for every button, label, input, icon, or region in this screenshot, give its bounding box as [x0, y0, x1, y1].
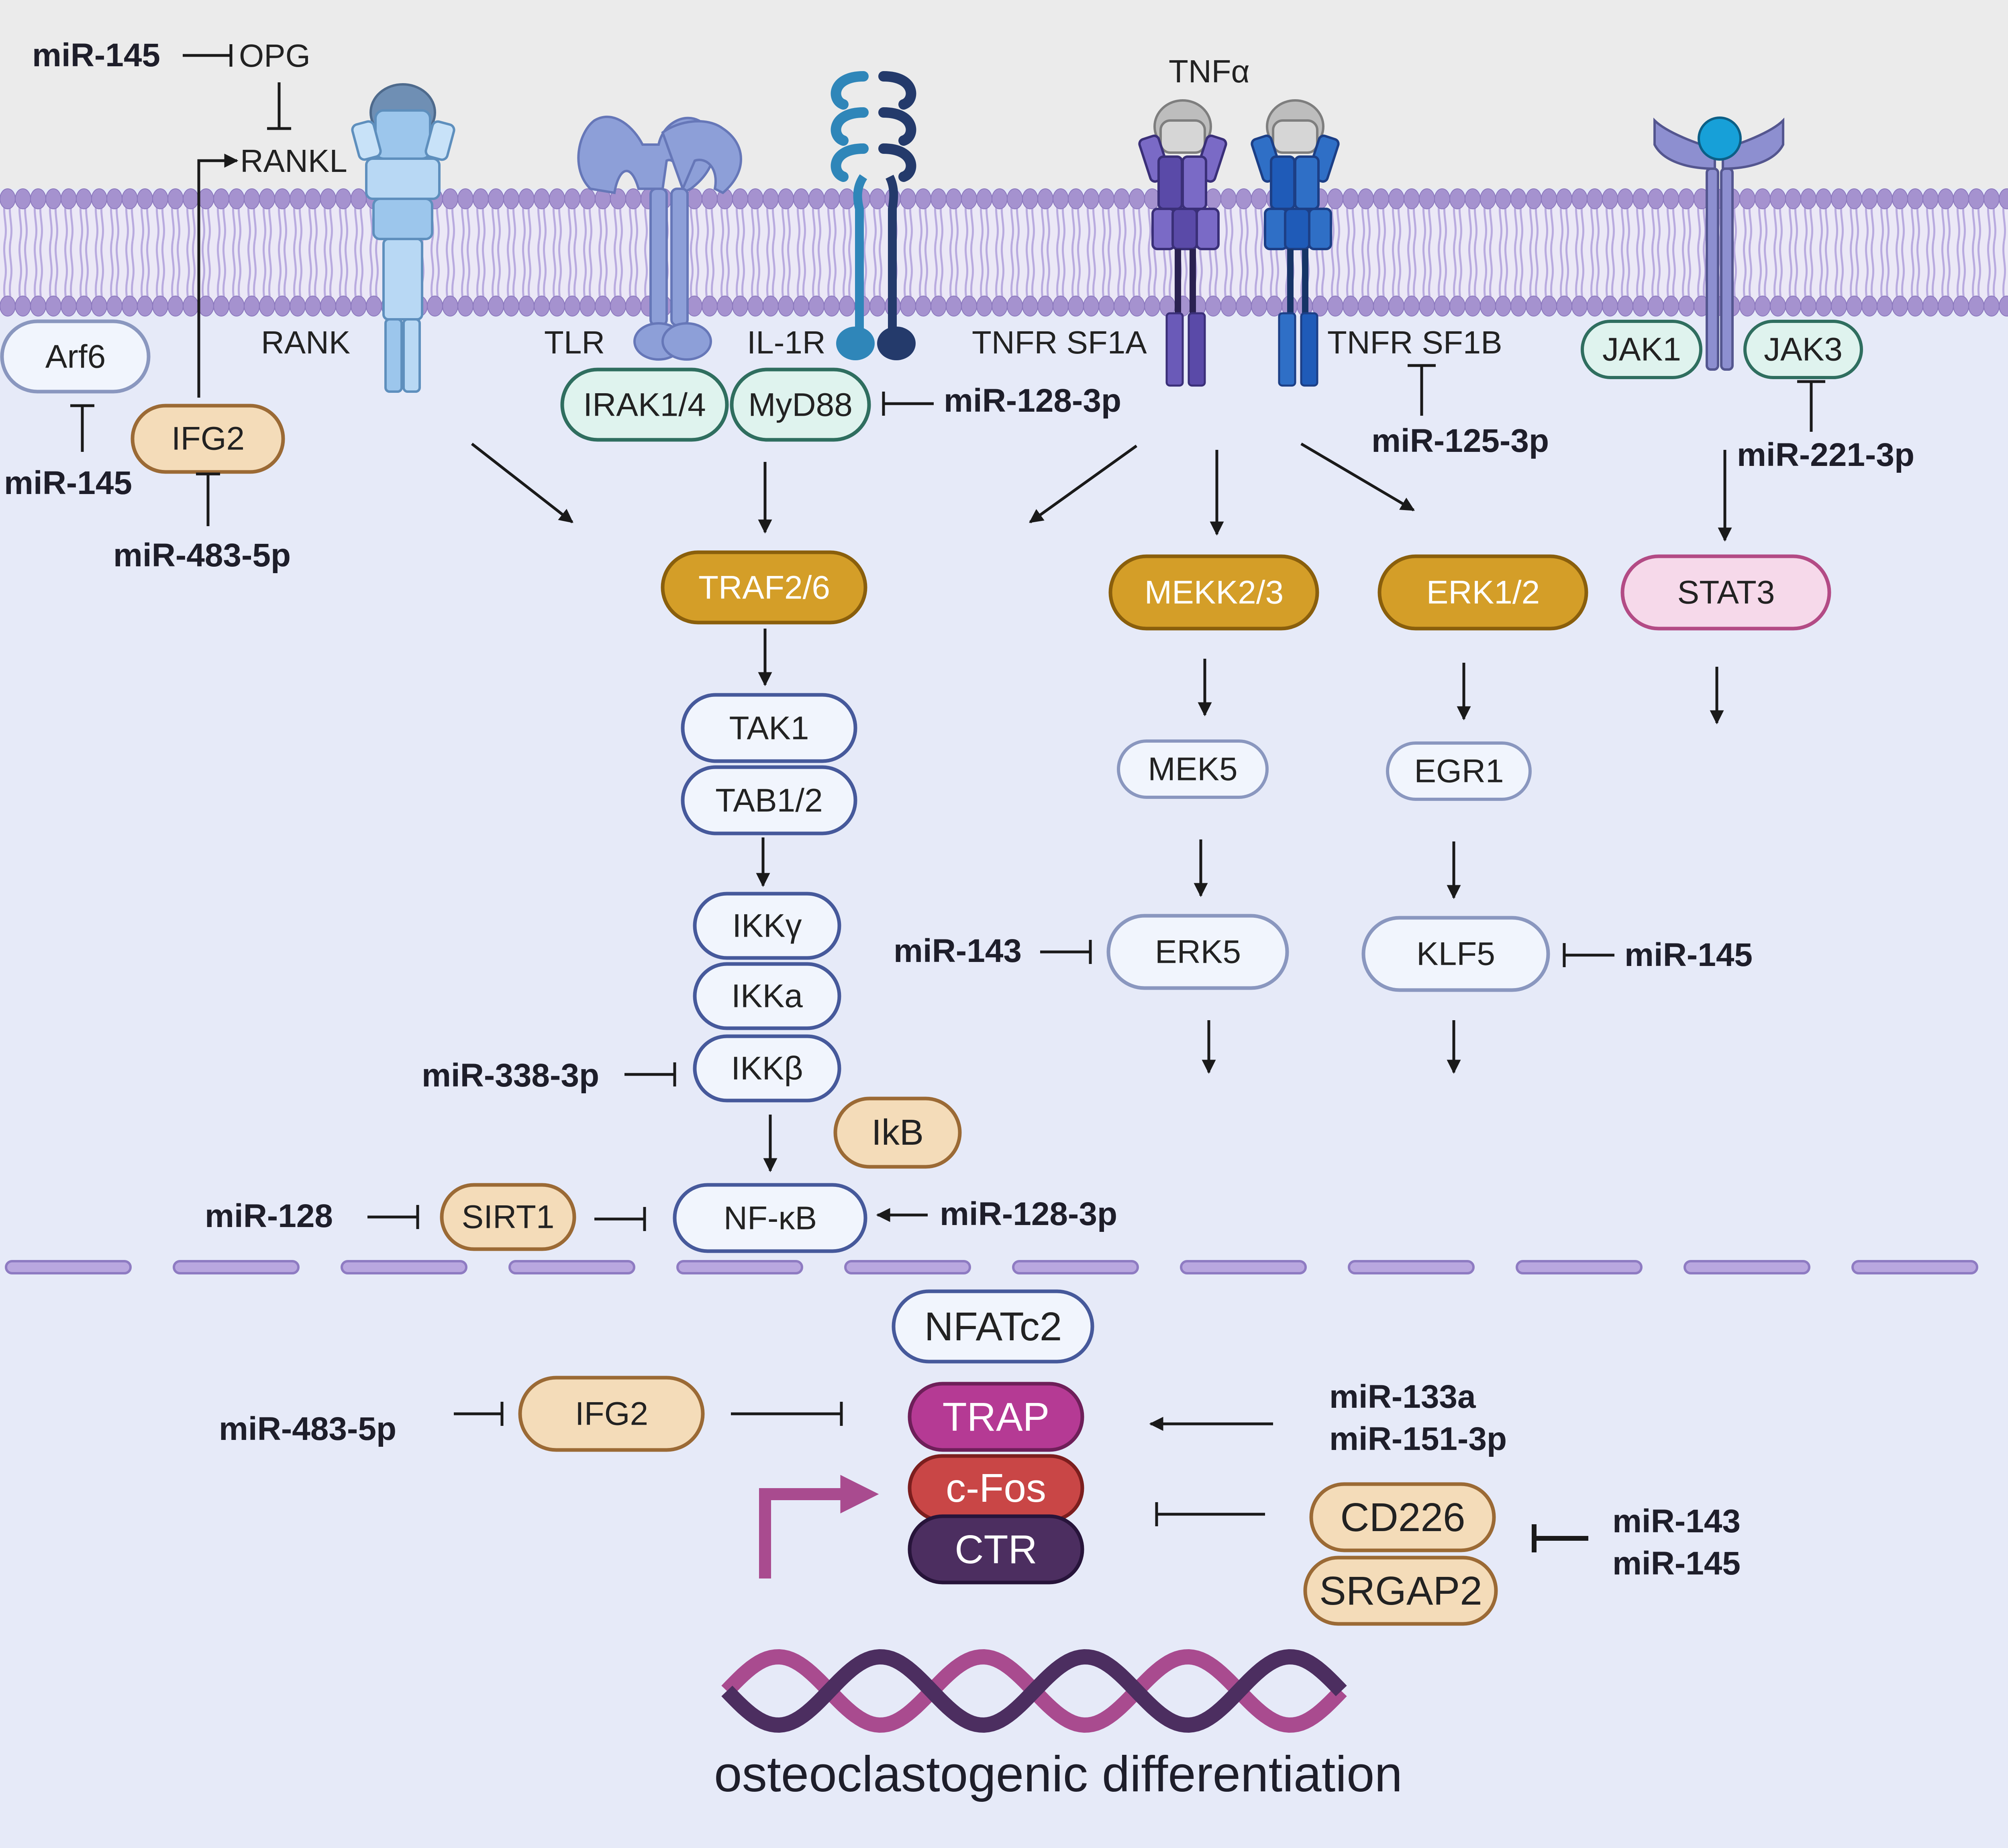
svg-text:TAB1/2: TAB1/2 — [715, 782, 822, 819]
arrow-tnfr-traf — [1029, 445, 1138, 523]
opg-label: OPG — [239, 38, 310, 74]
mir145-opg-label: miR-145 — [32, 37, 160, 74]
klf5-node: KLF5 — [1361, 916, 1550, 992]
svg-text:STAT3: STAT3 — [1677, 574, 1775, 611]
ctr-node: CTR — [908, 1514, 1084, 1585]
mekk23-node: MEKK2/3 — [1108, 554, 1319, 631]
tab12-node: TAB1/2 — [681, 765, 857, 835]
mir128-sirt1-label: miR-128 — [205, 1198, 333, 1234]
arrow-rank-traf — [471, 443, 573, 523]
rankl-label: RANKL — [240, 143, 347, 179]
tnf-alpha-label: TNFα — [1169, 53, 1250, 89]
irak14-node: IRAK1/4 — [560, 368, 729, 442]
svg-text:KLF5: KLF5 — [1416, 936, 1495, 972]
svg-text:c-Fos: c-Fos — [946, 1466, 1046, 1511]
svg-text:EGR1: EGR1 — [1414, 753, 1504, 790]
erk12-node: ERK1/2 — [1377, 554, 1588, 631]
svg-text:NFATc2: NFATc2 — [924, 1304, 1062, 1349]
svg-text:TRAP: TRAP — [943, 1395, 1050, 1440]
myd88-node: MyD88 — [730, 368, 871, 442]
il1r-receptor-icon — [831, 71, 916, 360]
mir133a-label: miR-133a — [1329, 1378, 1476, 1415]
svg-text:ERK5: ERK5 — [1155, 934, 1241, 970]
svg-text:TRAF2/6: TRAF2/6 — [698, 570, 830, 606]
rank-label: RANK — [261, 325, 350, 360]
ifg2-bottom-node: IFG2 — [518, 1376, 705, 1452]
svg-text:JAK3: JAK3 — [1764, 331, 1843, 368]
cfos-node: c-Fos — [908, 1454, 1084, 1522]
ikka-node: IKKa — [693, 962, 841, 1030]
svg-text:JAK1: JAK1 — [1602, 331, 1681, 368]
transcription-arrow-icon — [759, 1474, 879, 1578]
arrow-ifg2-rankl — [197, 153, 239, 398]
svg-text:IFG2: IFG2 — [575, 1396, 648, 1432]
nfatc2-node: NFATc2 — [892, 1289, 1094, 1364]
ifg2-top-node: IFG2 — [131, 404, 285, 474]
arf6-node: Arf6 — [0, 319, 151, 394]
srgap2-node: SRGAP2 — [1303, 1556, 1498, 1626]
egr1-node: EGR1 — [1386, 741, 1532, 801]
tak1-node: TAK1 — [681, 693, 857, 763]
tnfr-sf1b-label: TNFR SF1B — [1327, 325, 1502, 360]
jak1-node: JAK1 — [1581, 320, 1702, 379]
cytokine-receptor-icon — [1653, 116, 1784, 371]
tlr-label: TLR — [544, 325, 605, 360]
mir483-bottom-label: miR-483-5p — [219, 1411, 396, 1447]
mir143-erk5-label: miR-143 — [894, 933, 1022, 969]
svg-text:TAK1: TAK1 — [729, 710, 809, 747]
sirt1-node: SIRT1 — [440, 1183, 576, 1251]
ikb-node: IkB — [833, 1097, 962, 1169]
mir128-3p-myd88-label: miR-128-3p — [944, 382, 1121, 419]
svg-text:MyD88: MyD88 — [748, 387, 853, 423]
mir151-3p-label: miR-151-3p — [1329, 1421, 1507, 1457]
arrow-tnfr-erk12 — [1300, 442, 1415, 512]
mir221-3p-label: miR-221-3p — [1737, 437, 1914, 473]
traf26-node: TRAF2/6 — [661, 550, 867, 625]
tnfr-sf1a-label: TNFR SF1A — [972, 325, 1147, 360]
mir145-bottom-label: miR-145 — [1612, 1545, 1741, 1582]
svg-text:IRAK1/4: IRAK1/4 — [583, 387, 706, 423]
svg-text:MEKK2/3: MEKK2/3 — [1145, 574, 1284, 611]
svg-text:IkB: IkB — [871, 1113, 924, 1153]
svg-text:Arf6: Arf6 — [45, 339, 106, 375]
ikkb-node: IKKβ — [693, 1034, 841, 1103]
mir338-3p-label: miR-338-3p — [422, 1057, 599, 1094]
mir125-3p-label: miR-125-3p — [1371, 423, 1549, 459]
svg-text:ERK1/2: ERK1/2 — [1426, 574, 1540, 611]
svg-text:SIRT1: SIRT1 — [462, 1199, 555, 1235]
nfkb-node: NF-κB — [673, 1183, 867, 1253]
svg-text:SRGAP2: SRGAP2 — [1319, 1568, 1482, 1613]
cytoplasm — [0, 189, 2008, 1848]
cd226-node: CD226 — [1309, 1482, 1496, 1552]
mir145-arf6-label: miR-145 — [4, 465, 132, 501]
svg-text:IKKβ: IKKβ — [731, 1050, 803, 1087]
mir128-3p-nfkb-label: miR-128-3p — [940, 1196, 1117, 1232]
svg-text:CTR: CTR — [955, 1527, 1037, 1572]
mir483-top-label: miR-483-5p — [113, 537, 291, 574]
rank-receptor-icon — [351, 83, 455, 393]
svg-text:NF-κB: NF-κB — [724, 1200, 817, 1237]
svg-text:CD226: CD226 — [1340, 1495, 1465, 1540]
stat3-node: STAT3 — [1620, 554, 1831, 631]
erk5-node: ERK5 — [1106, 914, 1289, 990]
mir143-bottom-label: miR-143 — [1612, 1503, 1741, 1540]
trap-node: TRAP — [908, 1382, 1084, 1452]
svg-text:IKKγ: IKKγ — [732, 908, 802, 944]
svg-text:MEK5: MEK5 — [1148, 751, 1237, 788]
tnfr-sf1a-receptor-icon — [1138, 99, 1227, 387]
jak3-node: JAK3 — [1743, 320, 1863, 379]
svg-text:IFG2: IFG2 — [171, 421, 245, 457]
tnfr-sf1b-receptor-icon — [1251, 99, 1340, 387]
nuclear-envelope — [5, 1260, 1978, 1274]
outcome-label: osteoclastogenic differentiation — [714, 1746, 1402, 1802]
tlr-receptor-icon — [577, 115, 742, 361]
mir145-klf5-label: miR-145 — [1624, 937, 1753, 973]
dna-helix-icon — [721, 1649, 1347, 1733]
svg-text:IKKa: IKKa — [731, 978, 803, 1015]
mek5-node: MEK5 — [1117, 739, 1269, 799]
il1r-label: IL-1R — [747, 325, 826, 360]
ikkg-node: IKKγ — [693, 892, 841, 960]
